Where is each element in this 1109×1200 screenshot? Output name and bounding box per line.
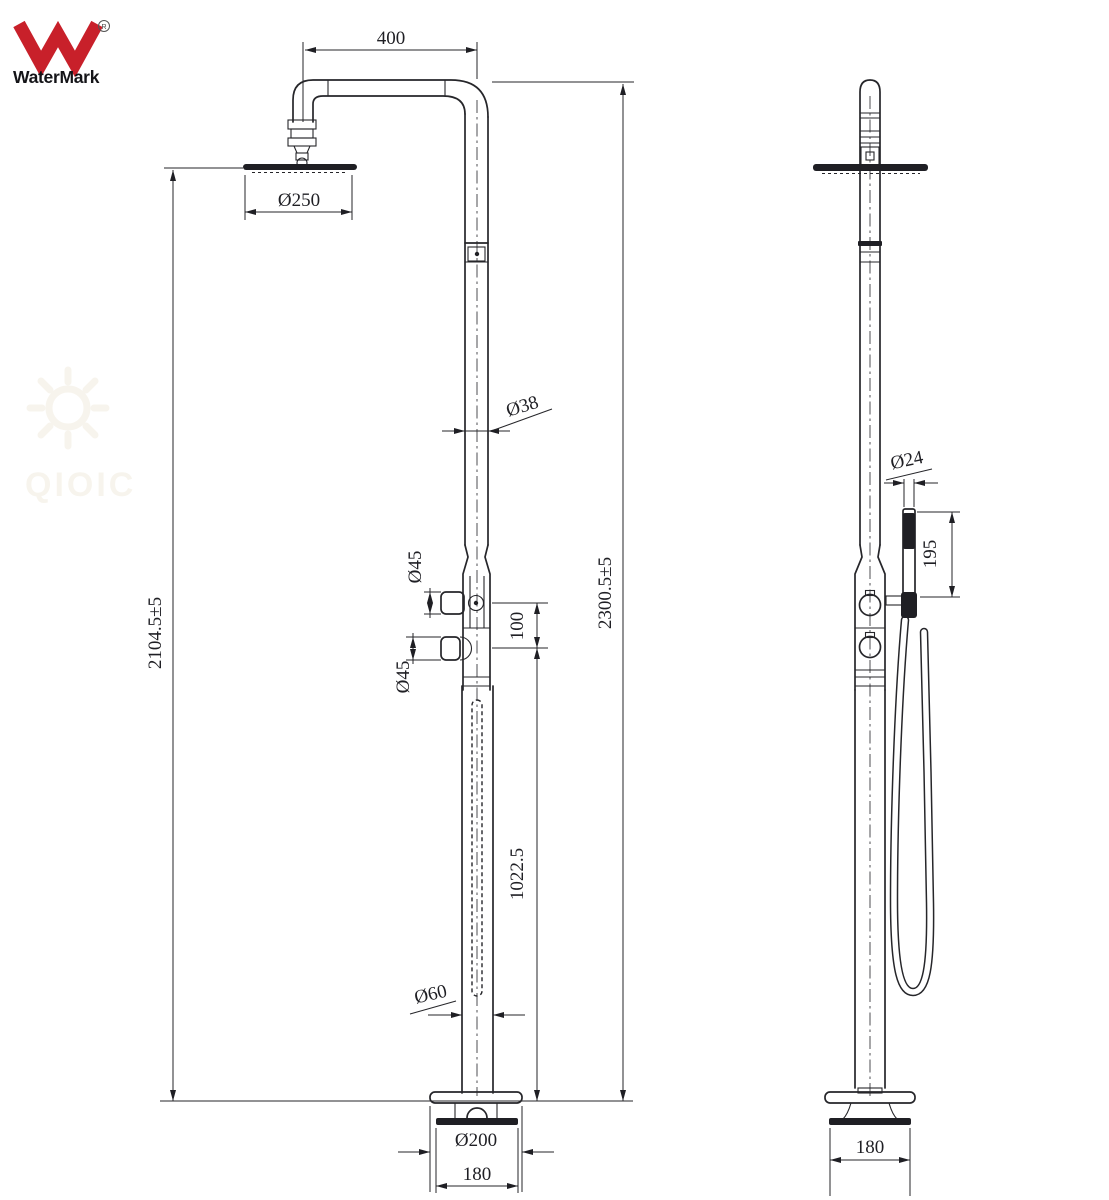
dim-arm-length: 400 — [302, 28, 478, 122]
side-base — [824, 1087, 916, 1125]
front-base — [160, 1091, 633, 1125]
side-view: Ø24 195 180 — [813, 79, 960, 1196]
dim-height-to-head-label: 2104.5±5 — [145, 597, 166, 669]
dim-head-diameter: Ø250 — [244, 175, 353, 220]
faint-watermark-text: QIOIC — [25, 466, 136, 504]
hand-shower — [885, 508, 917, 618]
dim-flange-diameter-label: Ø200 — [455, 1130, 497, 1151]
upper-handle — [440, 591, 485, 615]
lower-handle — [440, 636, 472, 661]
faint-brand-watermark: QIOIC — [25, 366, 136, 504]
watermark-logo: R WaterMark — [13, 20, 110, 87]
watermark-w-icon — [13, 20, 103, 78]
dim-flange-diameter: Ø200 — [398, 1106, 554, 1192]
dim-lower-tube: Ø60 — [409, 981, 525, 1018]
dim-overall-height: 2300.5±5 — [492, 81, 634, 1101]
watermark-wordmark: WaterMark — [13, 67, 100, 87]
side-lower-knob — [858, 631, 882, 659]
dim-lower-handle-label: Ø45 — [393, 661, 414, 694]
side-top-tube — [859, 79, 881, 167]
dim-lower-handle: Ø45 — [393, 633, 441, 693]
side-shower-head — [813, 164, 928, 174]
column-upper — [464, 113, 489, 546]
dim-hand-shower-length-label: 195 — [920, 540, 941, 569]
shower-head — [243, 164, 357, 173]
head-fitting — [287, 119, 317, 169]
dim-handle-spacing-label: 100 — [507, 612, 528, 641]
dim-head-diameter-label: Ø250 — [278, 190, 320, 211]
dim-side-base-width: 180 — [829, 1128, 911, 1196]
side-column — [854, 170, 886, 1089]
registered-mark-letter: R — [101, 24, 106, 31]
dim-arm-length-label: 400 — [377, 28, 406, 49]
valve-body — [440, 544, 491, 691]
lower-tube — [461, 685, 494, 1094]
dim-outlet-height: 1022.5 — [507, 648, 540, 1101]
side-upper-knob — [858, 589, 882, 617]
dim-column-diameter-label: Ø38 — [504, 392, 541, 422]
registered-mark-icon — [98, 20, 110, 32]
dim-hand-shower-length: 195 — [917, 511, 960, 598]
dim-handle-spacing: 100 — [492, 602, 548, 649]
dim-upper-handle-label: Ø45 — [405, 551, 426, 584]
dim-front-base-width-label: 180 — [463, 1164, 492, 1185]
dim-outlet-height-label: 1022.5 — [507, 848, 528, 900]
front-view: 400 Ø250 Ø38 — [145, 28, 634, 1193]
dim-side-base-width-label: 180 — [856, 1137, 885, 1158]
shower-arm — [292, 79, 489, 123]
dim-hand-shower-diameter-label: Ø24 — [889, 447, 926, 474]
dim-front-base-width: 180 — [435, 1128, 519, 1193]
dim-overall-height-label: 2300.5±5 — [595, 557, 616, 629]
dim-column-diameter: Ø38 — [442, 392, 553, 434]
hand-shower-hose — [889, 615, 935, 997]
dim-height-to-head: 2104.5±5 — [145, 167, 243, 1101]
dim-hand-shower-diameter: Ø24 — [884, 447, 938, 507]
front-dimensions: 400 Ø250 Ø38 — [145, 28, 634, 1193]
dim-upper-handle: Ø45 — [405, 551, 441, 618]
